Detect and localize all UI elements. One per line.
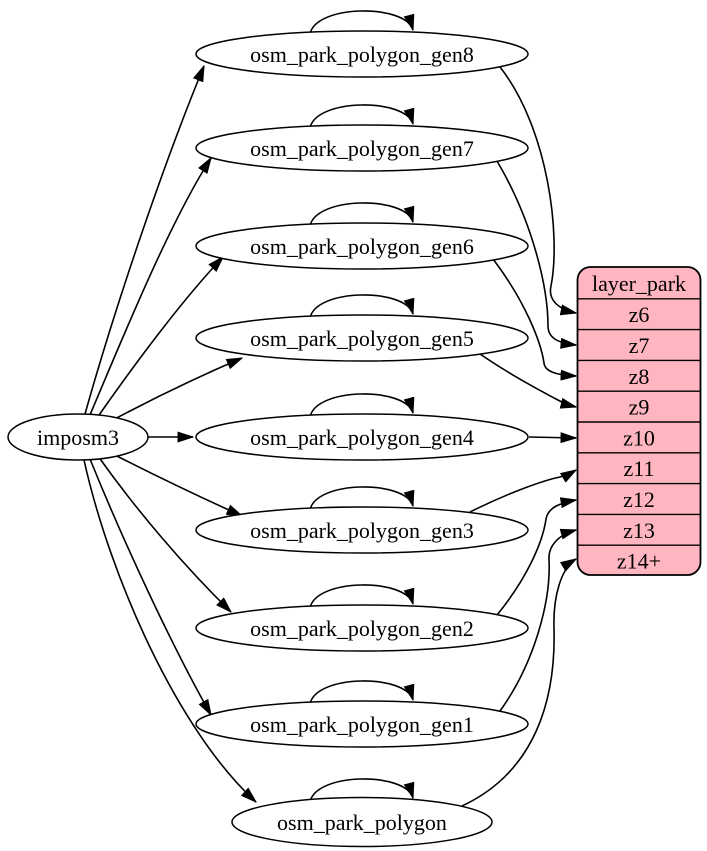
gen5-ellipse bbox=[195, 314, 529, 362]
gen1-ellipse bbox=[195, 700, 529, 748]
node-osm_park_polygon_gen5: osm_park_polygon_gen5 bbox=[195, 314, 529, 362]
edge-gen3-self-loop bbox=[309, 486, 413, 511]
edge-gen6-to-z8 bbox=[492, 258, 576, 376]
layer-row-z7: z7 bbox=[629, 333, 650, 358]
imposm3-ellipse bbox=[7, 413, 149, 461]
edge-gen6-self-loop bbox=[309, 202, 413, 227]
edge-gen5-to-z9 bbox=[479, 353, 576, 407]
node-imposm3: imposm3 bbox=[7, 413, 149, 461]
edge-imposm3-to-gen1 bbox=[89, 458, 211, 715]
edge-imposm3-to-gen8 bbox=[84, 66, 205, 415]
gen5-label: osm_park_polygon_gen5 bbox=[250, 326, 474, 351]
node-osm_park_polygon: osm_park_polygon bbox=[231, 796, 493, 848]
edge-imposm3-to-gen3 bbox=[110, 452, 242, 517]
node-osm_park_polygon_gen1: osm_park_polygon_gen1 bbox=[195, 700, 529, 748]
node-osm_park_polygon_gen7: osm_park_polygon_gen7 bbox=[195, 124, 529, 172]
gen1-label: osm_park_polygon_gen1 bbox=[250, 712, 474, 737]
edge-imposm3-to-gen5 bbox=[110, 357, 242, 422]
edge-gen2-self-loop bbox=[309, 584, 413, 609]
edge-gen1-to-z13 bbox=[499, 530, 576, 712]
node-osm_park_polygon_gen4: osm_park_polygon_gen4 bbox=[195, 413, 529, 461]
layer-row-z14: z14+ bbox=[617, 549, 661, 574]
gen8-ellipse bbox=[195, 30, 529, 78]
polygon-label: osm_park_polygon bbox=[277, 810, 447, 835]
edge-imposm3-to-gen2 bbox=[97, 455, 231, 612]
edge-gen1-self-loop bbox=[309, 680, 413, 705]
layer-park-box bbox=[576, 266, 702, 576]
layer-row-z6: z6 bbox=[629, 302, 650, 327]
gen3-label: osm_park_polygon_gen3 bbox=[250, 518, 474, 543]
layer-row-z9: z9 bbox=[629, 395, 650, 420]
edge-gen8-to-z6 bbox=[499, 66, 576, 313]
gen7-label: osm_park_polygon_gen7 bbox=[250, 136, 474, 161]
gen6-ellipse bbox=[195, 222, 529, 270]
edge-polygon-self-loop bbox=[309, 778, 413, 803]
edge-gen2-to-z12 bbox=[496, 500, 576, 616]
edges-self-loops bbox=[309, 10, 413, 803]
node-osm_park_polygon_gen3: osm_park_polygon_gen3 bbox=[195, 506, 529, 554]
layer-park-title: layer_park bbox=[592, 271, 686, 296]
edge-imposm3-to-gen7 bbox=[89, 158, 211, 416]
gen4-label: osm_park_polygon_gen4 bbox=[250, 425, 474, 450]
layer-row-z8: z8 bbox=[629, 364, 650, 389]
node-osm_park_polygon_gen2: osm_park_polygon_gen2 bbox=[195, 604, 529, 652]
edge-imposm3-to-polygon bbox=[83, 459, 256, 802]
polygon-ellipse bbox=[231, 796, 493, 848]
edge-gen5-self-loop bbox=[309, 294, 413, 319]
gen4-ellipse bbox=[195, 413, 529, 461]
layer-row-z10: z10 bbox=[623, 426, 655, 451]
imposm3-label: imposm3 bbox=[37, 425, 119, 450]
gen8-label: osm_park_polygon_gen8 bbox=[250, 42, 474, 67]
layer-row-z13: z13 bbox=[623, 518, 655, 543]
node-layer_park: layer_park z6 z7 z8 z9 z10 z11 z12 z13 z… bbox=[576, 266, 702, 576]
edge-gen3-to-z11 bbox=[469, 470, 576, 513]
edge-polygon-to-z14 bbox=[461, 559, 576, 807]
node-osm_park_polygon_gen8: osm_park_polygon_gen8 bbox=[195, 30, 529, 78]
edges-tables-to-layer bbox=[461, 66, 576, 807]
gen3-ellipse bbox=[195, 506, 529, 554]
gen2-label: osm_park_polygon_gen2 bbox=[250, 616, 474, 641]
node-osm_park_polygon_gen6: osm_park_polygon_gen6 bbox=[195, 222, 529, 270]
edge-gen7-to-z7 bbox=[496, 160, 576, 345]
gen7-ellipse bbox=[195, 124, 529, 172]
edge-gen8-self-loop bbox=[309, 10, 413, 35]
layer-row-z12: z12 bbox=[623, 487, 655, 512]
edge-imposm3-to-gen6 bbox=[96, 257, 223, 419]
gen2-ellipse bbox=[195, 604, 529, 652]
edge-gen4-to-z10 bbox=[528, 437, 576, 438]
layer-row-z11: z11 bbox=[624, 456, 655, 481]
edges-source-to-tables bbox=[83, 66, 256, 802]
gen6-label: osm_park_polygon_gen6 bbox=[250, 234, 474, 259]
edge-gen7-self-loop bbox=[309, 104, 413, 129]
edge-gen4-self-loop bbox=[309, 393, 413, 418]
